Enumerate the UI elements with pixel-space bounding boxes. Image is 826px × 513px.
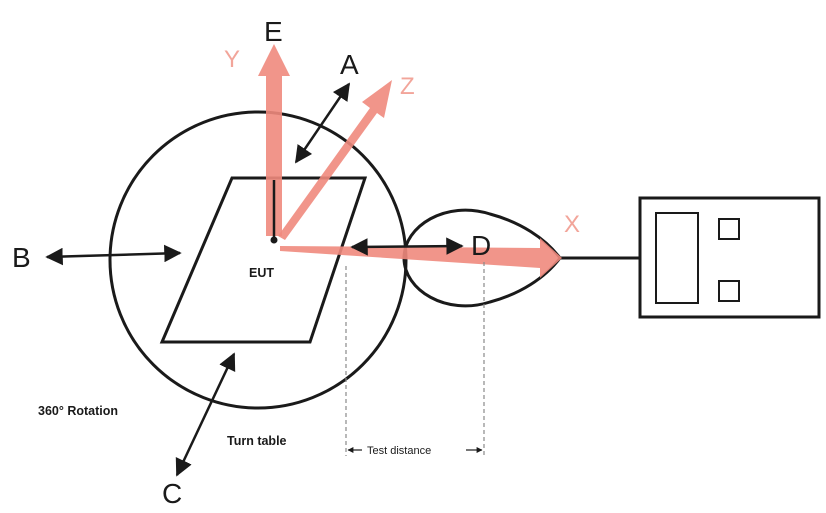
- turn-table-circle: [108, 110, 408, 410]
- label-test-distance: Test distance: [367, 445, 431, 457]
- label-z: Z: [400, 73, 415, 100]
- arrow-b: [45, 244, 182, 266]
- label-d: D: [471, 230, 491, 261]
- label-x: X: [564, 211, 580, 238]
- label-y: Y: [224, 46, 240, 73]
- receiver-screen: [655, 212, 699, 304]
- arrow-d: [350, 237, 464, 256]
- receiver-box: [638, 196, 821, 319]
- label-turn-table: Turn table: [227, 434, 287, 448]
- axis-y-arrow: [258, 44, 290, 236]
- eut-box: [159, 176, 368, 344]
- antenna-loop: [402, 208, 562, 308]
- arrow-a: [294, 82, 351, 164]
- receiver-button-bottom: [718, 280, 740, 302]
- eut-origin-dot: [270, 236, 278, 244]
- label-b: B: [12, 242, 31, 273]
- label-eut: EUT: [249, 266, 274, 280]
- arrow-c: [175, 352, 236, 477]
- receiver-button-top: [718, 218, 740, 240]
- label-a: A: [340, 49, 359, 80]
- axis-x-arrow: [280, 238, 562, 278]
- label-e: E: [264, 16, 283, 47]
- label-c: C: [162, 478, 182, 509]
- label-rotation: 360° Rotation: [38, 404, 118, 418]
